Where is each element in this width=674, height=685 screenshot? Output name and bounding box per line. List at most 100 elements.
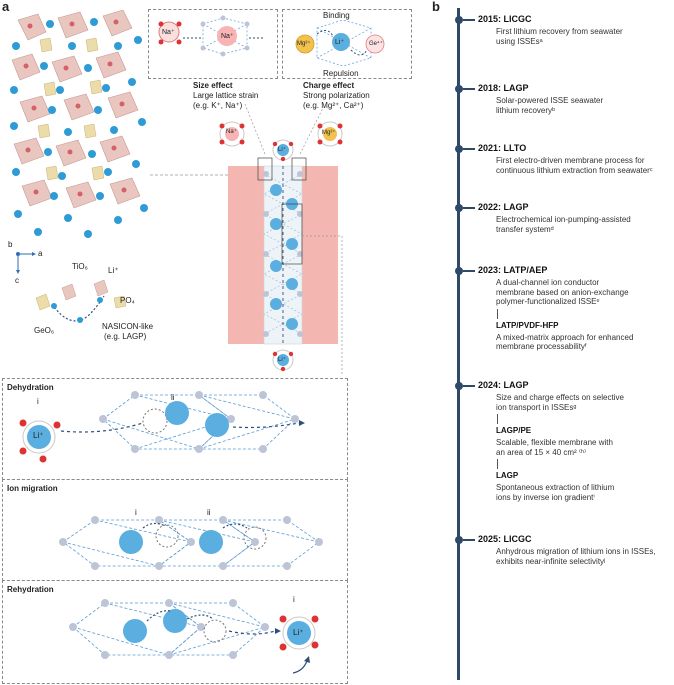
timeline-sub-connector	[497, 459, 498, 469]
po4-label: PO₄	[120, 296, 135, 305]
axis-a-label: a	[38, 249, 43, 258]
timeline-tick	[463, 88, 475, 90]
timeline-material: LAGP	[503, 83, 529, 93]
timeline-description: Solar-powered ISSE seawater	[496, 96, 604, 105]
timeline-description: First lithium recovery from seawater	[496, 27, 623, 36]
rehydration-i-label: i	[293, 595, 295, 604]
timeline-description: lithium recoveryᵇ	[496, 105, 556, 115]
charge-effect-diagram	[295, 19, 385, 67]
timeline-description: polymer-functionalized ISSEᵉ	[496, 297, 600, 306]
panel-a-label: a	[2, 0, 10, 14]
charge-effect-binding: Binding	[323, 11, 350, 20]
charge-effect-box: Binding Mg²⁺ Li⁺ Ge⁴⁺ Repulsion	[282, 9, 412, 79]
timeline-tick	[463, 539, 475, 541]
timeline-description: membrane based on anion-exchange	[496, 287, 629, 297]
timeline-dot	[455, 85, 463, 93]
charge-effect-line2: (e.g. Mg²⁺, Ca²⁺)	[303, 101, 364, 110]
nasicon-structure-image	[35, 279, 127, 323]
crystal-polyhedra	[11, 10, 141, 209]
timeline-year: 2024:	[478, 380, 502, 390]
timeline-year: 2023:	[478, 265, 502, 275]
timeline-tick	[463, 270, 475, 272]
timeline-entry-heading: 2025: LICGC	[478, 534, 532, 544]
timeline-entry-heading: 2023: LATP/AEP	[478, 265, 547, 275]
channel-mg-label: Mg²⁺	[322, 130, 336, 136]
hydrated-li-ion-top	[272, 139, 294, 162]
timeline-description: ion transport in ISSEsᵍ	[496, 402, 577, 412]
size-effect-box: Na⁺ Na⁺	[148, 9, 278, 79]
timeline-sub-connector	[497, 414, 498, 424]
channel-na-label: Na⁺	[226, 129, 237, 135]
timeline-description: A mixed-matrix approach for enhanced	[496, 332, 634, 342]
charge-effect-title: Charge effect	[303, 81, 355, 90]
timeline-description: Spontaneous extraction of lithium	[496, 483, 615, 492]
timeline-dot	[455, 382, 463, 390]
timeline-description: continuous lithium extraction from seawa…	[496, 165, 653, 175]
rehydration-diagram	[69, 599, 319, 674]
dehydration-box: Dehydration i ii Li⁺	[2, 378, 348, 480]
charge-effect-li: Li⁺	[335, 39, 345, 46]
timeline-material: LATP/AEP	[503, 265, 548, 275]
crystal-ti-ions	[23, 19, 127, 197]
size-effect-na-right: Na⁺	[221, 33, 234, 40]
timeline-year: 2022:	[478, 202, 502, 212]
timeline-material: LAGP	[503, 202, 529, 212]
timeline-sub-material: LATP/PVDF-HFP	[496, 320, 559, 330]
size-effect-line1: Large lattice strain	[193, 91, 259, 100]
charge-effect-mg: Mg²⁺	[297, 41, 311, 47]
charge-effect-repulsion: Repulsion	[323, 69, 359, 78]
timeline-dot	[455, 536, 463, 544]
timeline-tick	[463, 19, 475, 21]
timeline-material: LAGP	[503, 380, 529, 390]
rehydration-box: Rehydration i Li⁺	[2, 580, 348, 684]
timeline-sub-connector	[497, 308, 498, 319]
dehydration-diagram	[19, 391, 305, 463]
rehydration-li-ion	[279, 615, 319, 651]
timeline-description: Size and charge effects on selective	[496, 393, 624, 402]
crystal-li-ions	[10, 18, 148, 238]
timeline-year: 2025:	[478, 534, 502, 544]
hydrated-li-ion-bottom	[272, 349, 294, 372]
dehydration-li-ion	[19, 419, 61, 463]
charge-effect-line1: Strong polarization	[303, 91, 370, 100]
timeline-material: LICGC	[503, 534, 532, 544]
hydrated-na-ion	[219, 121, 245, 147]
timeline-dot	[455, 145, 463, 153]
timeline-tick	[463, 385, 475, 387]
charge-effect-ge: Ge⁴⁺	[369, 41, 383, 47]
ion-migration-title: Ion migration	[7, 484, 58, 493]
timeline-description: using ISSEsᵃ	[496, 36, 543, 46]
timeline-dot	[455, 204, 463, 212]
timeline-entry-heading: 2015: LICGC	[478, 14, 532, 24]
timeline-tick	[463, 148, 475, 150]
timeline: 2015: LICGC First lithium recovery from s…	[444, 0, 674, 685]
timeline-material: LLTO	[503, 143, 527, 153]
panel-b-label: b	[432, 0, 440, 14]
rehydration-title: Rehydration	[7, 585, 54, 594]
axis-c-label: c	[15, 276, 19, 285]
timeline-description: ions by inverse ion gradientⁱ	[496, 492, 595, 502]
size-effect-line2: (e.g. K⁺, Na⁺)	[193, 101, 243, 110]
timeline-dot	[455, 16, 463, 24]
ion-migration-diagram	[59, 516, 323, 570]
crystal-structure-image	[10, 10, 148, 238]
timeline-entry-heading: 2024: LAGP	[478, 380, 529, 390]
timeline-year: 2021:	[478, 143, 502, 153]
ion-migration-ii-label: ii	[207, 508, 211, 517]
timeline-description: transfer systemᵈ	[496, 224, 554, 234]
li-label: Li⁺	[108, 266, 119, 275]
timeline-sub-material: LAGP/PE	[496, 426, 532, 435]
ion-migration-i-label: i	[135, 508, 137, 517]
membrane-channel-diagram	[219, 104, 343, 374]
axis-b-label: b	[8, 240, 13, 249]
timeline-tick	[463, 207, 475, 209]
size-effect-na-left: Na⁺	[162, 29, 175, 36]
channel-li-top-label: Li⁺	[278, 147, 286, 153]
timeline-description: membrane processabilityᶠ	[496, 342, 587, 351]
timeline-dot	[455, 267, 463, 275]
timeline-material: LICGC	[503, 14, 532, 24]
dehydration-ion-label: Li⁺	[33, 431, 44, 440]
timeline-entry-heading: 2021: LLTO	[478, 143, 526, 153]
timeline-description: A dual-channel ion conductor	[496, 278, 600, 287]
rehydration-ion-label: Li⁺	[293, 628, 304, 637]
